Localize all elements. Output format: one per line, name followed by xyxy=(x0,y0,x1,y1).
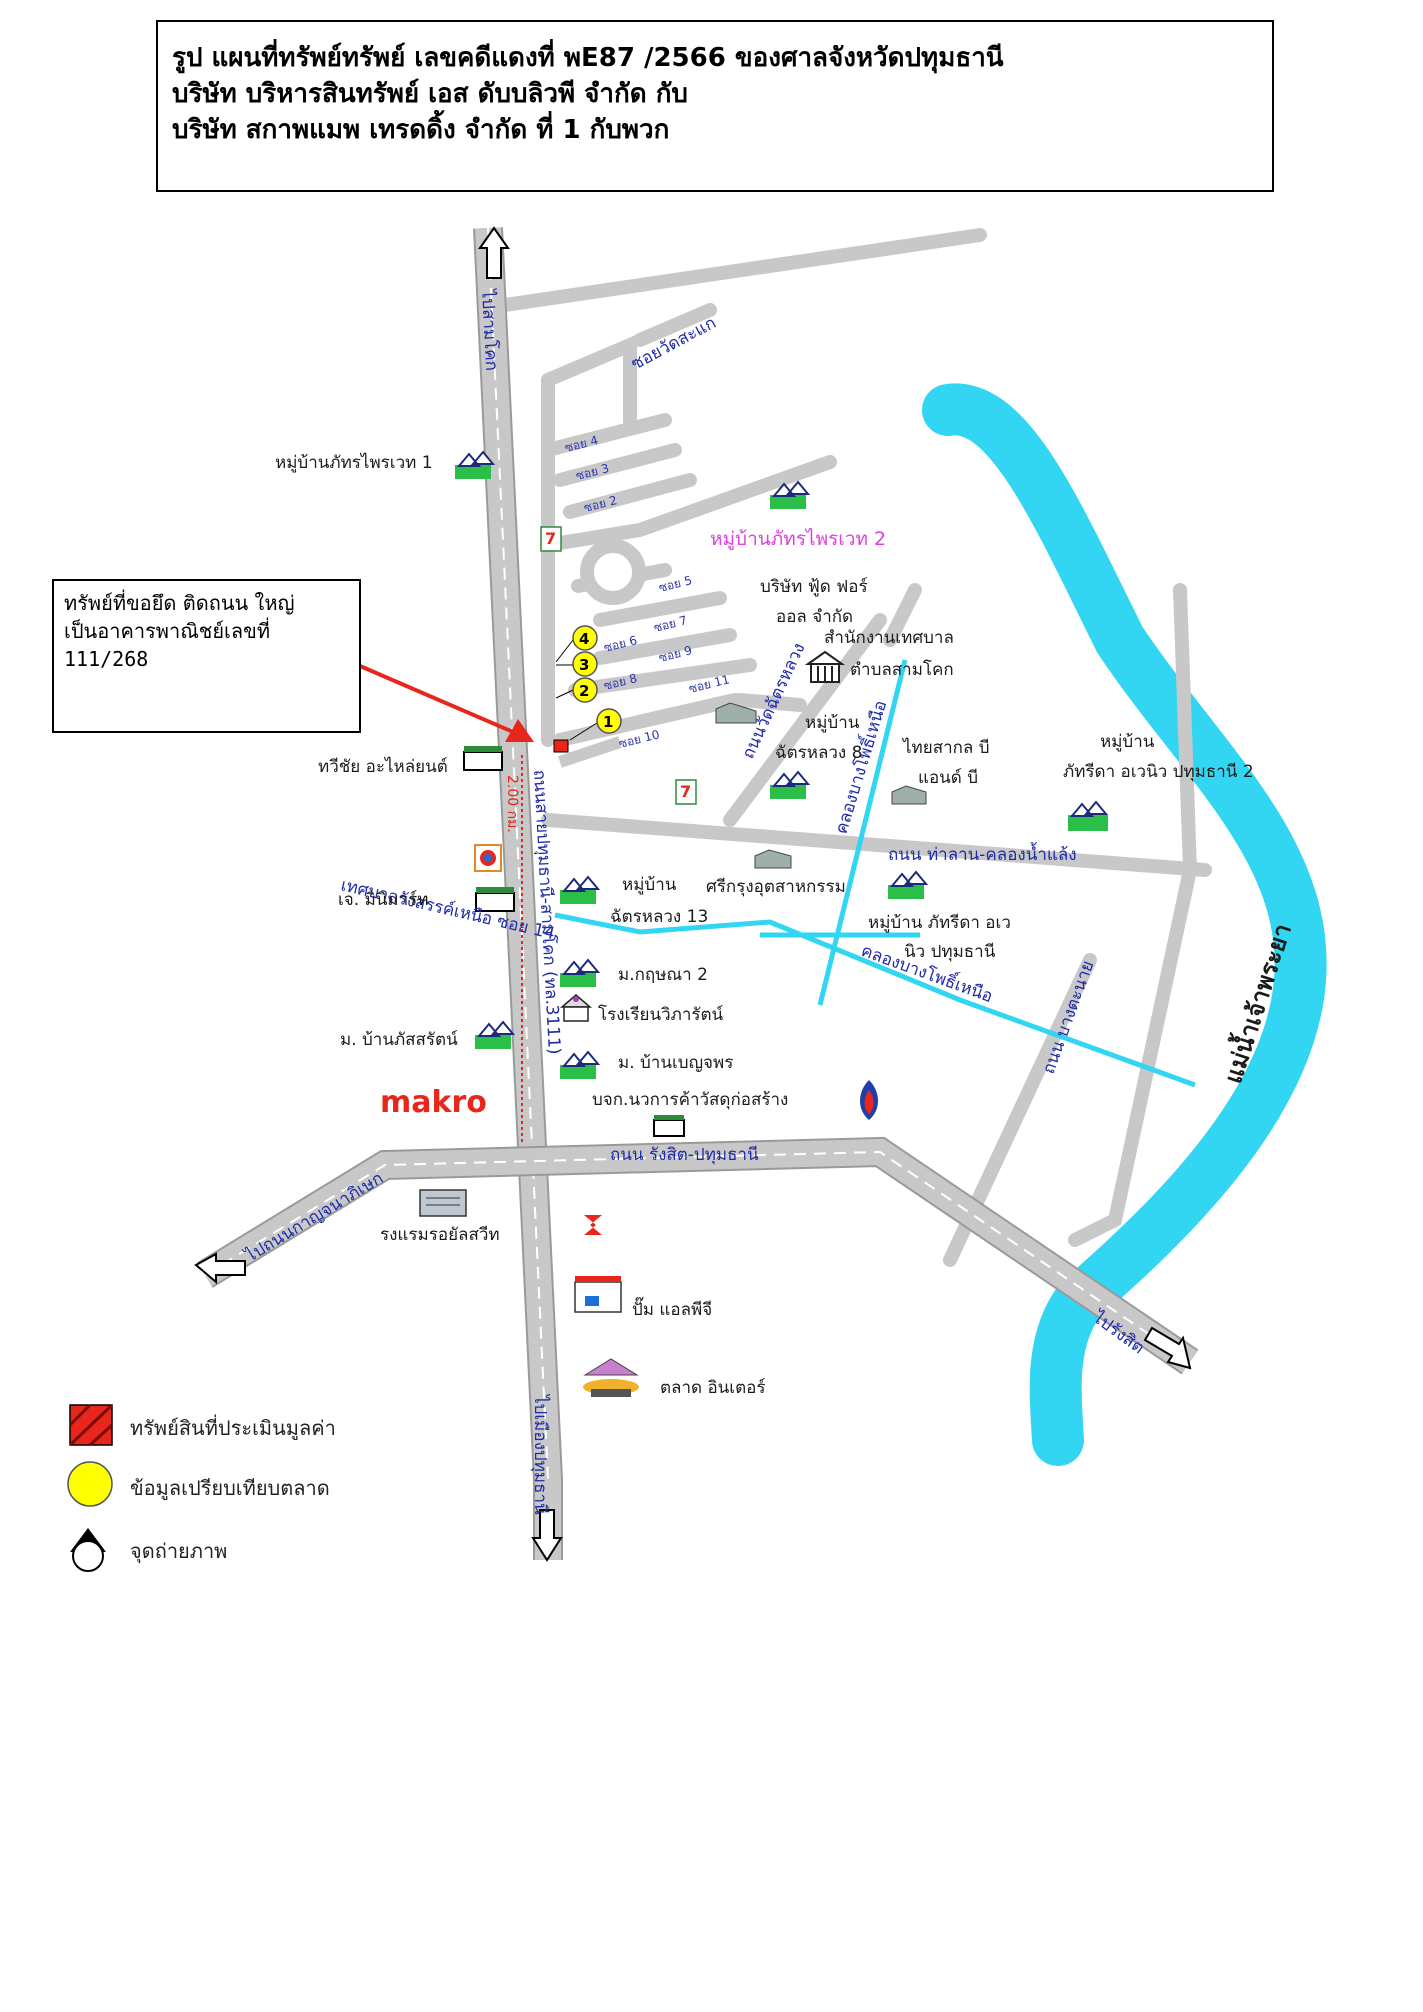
subject-property-icon xyxy=(553,739,569,753)
label-benchaphon: ม. บ้านเบญจพร xyxy=(618,1053,733,1073)
place-labels: หมู่บ้านภัทรไพรเวท 1 หมู่บ้านภัทรไพรเวท … xyxy=(275,452,1254,1398)
village-chatluang-8-icon xyxy=(770,770,811,799)
callout-line-3: 111/268 xyxy=(64,647,149,671)
subject-arrow-icon xyxy=(359,664,534,742)
map-title-block: รูป แผนที่ทรัพย์ทรัพย์ เลขคดีแดงที่ พE87… xyxy=(156,20,1274,192)
label-thawichai: ทวีชัย อะไหล่ยนต์ xyxy=(318,756,448,777)
label-tessaban-2: ตำบลสามโคก xyxy=(850,659,954,680)
label-food-for-all-1: บริษัท ฟู้ด ฟอร์ xyxy=(760,577,868,597)
marker-1: 1 xyxy=(603,713,613,731)
marker-4: 4 xyxy=(579,630,589,648)
label-tha-lan-road: ถนน ท่าลาน-คลองน้ำแล้ง xyxy=(888,842,1077,865)
label-thaisakol-2: แอนด์ บี xyxy=(918,768,978,788)
label-chatluang13-2: ฉัตรหลวง 13 xyxy=(610,907,708,927)
label-tessaban-1: สำนักงานเทศบาล xyxy=(824,628,954,648)
label-thaisakol-1: ไทยสากล บี xyxy=(901,737,990,758)
hotel-icon xyxy=(419,1189,467,1217)
soi-label: ซอย 4 xyxy=(563,433,599,455)
label-phatthida-1: หมู่บ้าน ภัทรีดา อเว xyxy=(868,913,1011,933)
label-phatthida2-2: ภัทรีดา อเวนิว ปทุมธานี 2 xyxy=(1063,762,1254,782)
soi-label: ซอย 3 xyxy=(574,461,610,483)
roundabout xyxy=(580,539,646,605)
label-distance: 2.00 กม. xyxy=(504,775,520,833)
label-chatluang8-1: หมู่บ้าน xyxy=(805,713,860,733)
village-icons xyxy=(455,450,1109,1079)
legend-comparison-label: ข้อมูลเปรียบเทียบตลาด xyxy=(130,1476,330,1500)
makro-logo: makro xyxy=(380,1085,487,1120)
label-food-for-all-2: ออล จำกัด xyxy=(776,607,853,627)
factory-thaisakol-icon xyxy=(891,785,927,805)
seven-eleven-icon: 7 xyxy=(540,526,562,552)
legend-photo-point-label: จุดถ่ายภาพ xyxy=(130,1539,228,1563)
legend-comparison-icon xyxy=(67,1461,113,1507)
marker-2: 2 xyxy=(579,682,589,700)
village-phatthara-2-icon xyxy=(770,480,811,509)
village-phatsarat-icon xyxy=(475,1020,516,1049)
shop-jay-minimart-icon xyxy=(475,887,515,912)
legend-property-label: ทรัพย์สินที่ประเมินมูลค่า xyxy=(130,1416,336,1440)
school-icon xyxy=(559,994,593,1022)
label-hotel: รงแรมรอยัลสวีท xyxy=(380,1225,500,1245)
legend-property-icon xyxy=(68,1403,114,1447)
callout-line-2: เป็นอาคารพาณิชย์เลขที่ xyxy=(64,619,271,643)
village-kritsana-icon xyxy=(560,958,601,987)
factory-food-for-all-icon xyxy=(715,702,757,724)
legend-symbols xyxy=(67,1403,114,1572)
arrow-south-icon xyxy=(531,1509,563,1562)
title-line-2: บริษัท บริหารสินทรัพย์ เอส ดับบลิวพี จำก… xyxy=(172,79,688,109)
label-lpg: ปั๊ม แอลพีจี xyxy=(632,1296,712,1320)
svg-text:7: 7 xyxy=(680,782,691,801)
factory-srikrung-icon xyxy=(754,849,792,869)
label-chatluang13-1: หมู่บ้าน xyxy=(622,875,677,895)
suzuki-logo-icon xyxy=(584,1215,602,1235)
ptt-logo-icon xyxy=(860,1080,878,1120)
label-srikrung: ศรีกรุงอุตสาหกรรม xyxy=(706,877,846,897)
seven-eleven-icon: 7 xyxy=(675,779,697,805)
label-school: โรงเรียนวิภารัตน์ xyxy=(598,1004,724,1025)
comparison-markers: 4 3 2 1 xyxy=(555,625,622,741)
label-phatthida2-1: หมู่บ้าน xyxy=(1100,732,1155,752)
label-jay-minimart: เจ. มินิมาร์ท xyxy=(338,890,429,910)
label-to-mueang-pathum: ไปเมืองปทุมธานี xyxy=(530,1393,551,1515)
village-phatthida-icon xyxy=(888,870,929,899)
label-phatsarat: ม. บ้านภัสสรัตน์ xyxy=(340,1030,458,1050)
market-icon xyxy=(583,1358,639,1397)
label-nawakan: บจก.นวการค้าวัสดุก่อสร้าง xyxy=(592,1090,788,1110)
title-line-1: รูป แผนที่ทรัพย์ทรัพย์ เลขคดีแดงที่ พE87… xyxy=(172,43,1004,73)
canals xyxy=(554,659,1196,1088)
marker-3: 3 xyxy=(579,656,589,674)
label-to-samkhok: ไปสามโคก xyxy=(477,287,502,371)
label-bang-tanai: ถนน บางตะนาย xyxy=(1039,958,1098,1077)
village-phatthida-2-icon xyxy=(1068,800,1109,831)
soi-label: ซอย 2 xyxy=(582,493,618,515)
label-to-kanchanaphisek: ไปถนนกาญจนาภิเษก xyxy=(240,1168,387,1268)
callout-line-1: ทรัพย์ที่ขอยึด ติดถนน ใหญ่ xyxy=(64,591,295,615)
shop-nawakan-icon xyxy=(653,1115,685,1137)
label-phatthida-2: นิว ปทุมธานี xyxy=(904,942,996,962)
village-chatluang-13-icon xyxy=(560,875,601,904)
arrow-west-icon xyxy=(194,1252,246,1285)
label-market: ตลาด อินเตอร์ xyxy=(660,1378,765,1398)
minor-roads xyxy=(498,228,1212,1267)
gas-station-icon xyxy=(574,1276,622,1313)
ptt-station-icon xyxy=(474,844,502,872)
label-phatthara-2: หมู่บ้านภัทรไพรเวท 2 xyxy=(710,528,886,550)
label-kritsana2: ม.กฤษณา 2 xyxy=(618,965,708,985)
label-chatluang8-2: ฉัตรหลวง 8 xyxy=(775,743,862,763)
village-phatthara-1-icon xyxy=(455,450,496,479)
legend-photo-point-icon xyxy=(70,1528,106,1572)
label-phatthara-1: หมู่บ้านภัทรไพรเวท 1 xyxy=(275,452,433,473)
arrow-north-icon xyxy=(478,226,510,279)
title-line-3: บริษัท สกาพแมพ เทรดดิ้ง จำกัด ที่ 1 กับพ… xyxy=(172,115,670,145)
rangsit-pathumthani-road xyxy=(197,1136,1199,1375)
arrow-southeast-icon xyxy=(1143,1326,1192,1370)
subject-property-callout: ทรัพย์ที่ขอยึด ติดถนน ใหญ่ เป็นอาคารพาณิ… xyxy=(52,579,361,733)
government-office-icon xyxy=(804,650,846,683)
shop-thawichai-icon xyxy=(463,746,503,771)
village-benchaphon-icon xyxy=(560,1050,601,1079)
svg-text:7: 7 xyxy=(545,529,556,548)
label-rangsit-road: ถนน รังสิต-ปทุมธานี xyxy=(610,1145,759,1165)
